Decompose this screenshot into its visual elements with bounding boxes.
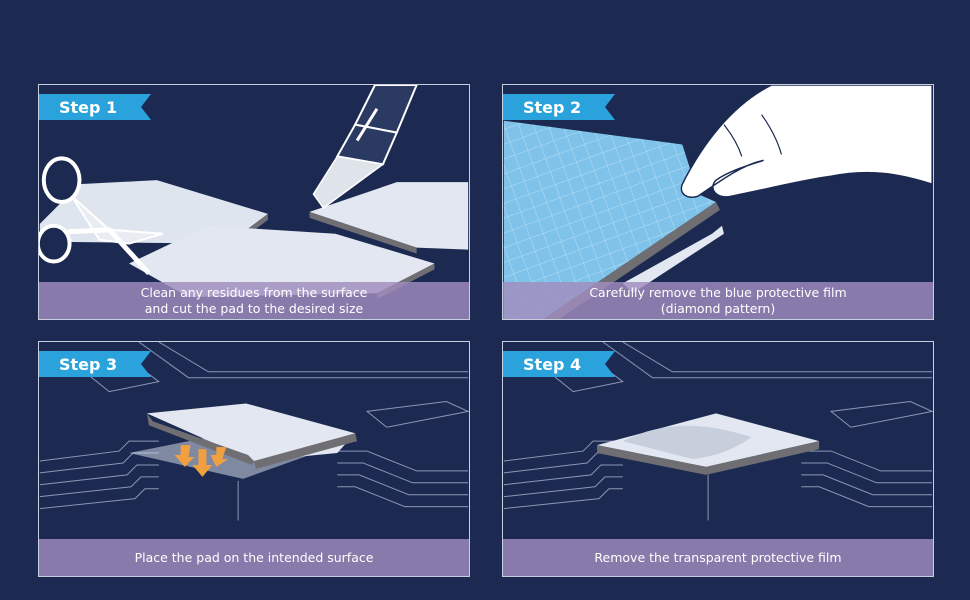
step-4-tag: Step 4 [503,351,615,377]
step-1-caption-line-2: and cut the pad to the desired size [144,300,364,316]
step-4-caption-line-1: Remove the transparent protective film [594,549,842,565]
step-2-caption-line-1: Carefully remove the blue protective fil… [589,284,847,300]
step-2-tag: Step 2 [503,94,615,120]
step-4-panel: Step 4 Remove the transparent protective… [502,341,934,577]
step-1-caption: Clean any residues from the surface and … [39,282,469,319]
step-2-panel: Step 2 Carefully remove the blue protect… [502,84,934,320]
step-3-label: Step 3 [59,354,118,374]
step-1-illustration [39,85,469,300]
step-4-illustration [503,342,933,521]
step-4-caption: Remove the transparent protective film [503,539,933,576]
step-1-label: Step 1 [59,97,118,117]
step-2-caption: Carefully remove the blue protective fil… [503,282,933,319]
step-3-panel: Step 3 Place the pad on the intended sur… [38,341,470,577]
hand-icon [680,85,933,199]
scissors-icon [39,156,164,276]
down-arrows-icon [174,445,229,477]
step-2-label: Step 2 [523,97,582,117]
step-2-caption-line-2: (diamond pattern) [660,300,776,316]
step-1-caption-line-1: Clean any residues from the surface [140,284,368,300]
step-3-caption: Place the pad on the intended surface [39,539,469,576]
step-3-illustration [39,342,469,521]
cutter-knife-icon [312,85,418,209]
step-3-tag: Step 3 [39,351,151,377]
step-4-label: Step 4 [523,354,582,374]
step-1-tag: Step 1 [39,94,151,120]
step-3-caption-line-1: Place the pad on the intended surface [134,549,374,565]
step-2-illustration [503,85,933,319]
step-1-panel: Step 1 Clean any residues from the surfa… [38,84,470,320]
